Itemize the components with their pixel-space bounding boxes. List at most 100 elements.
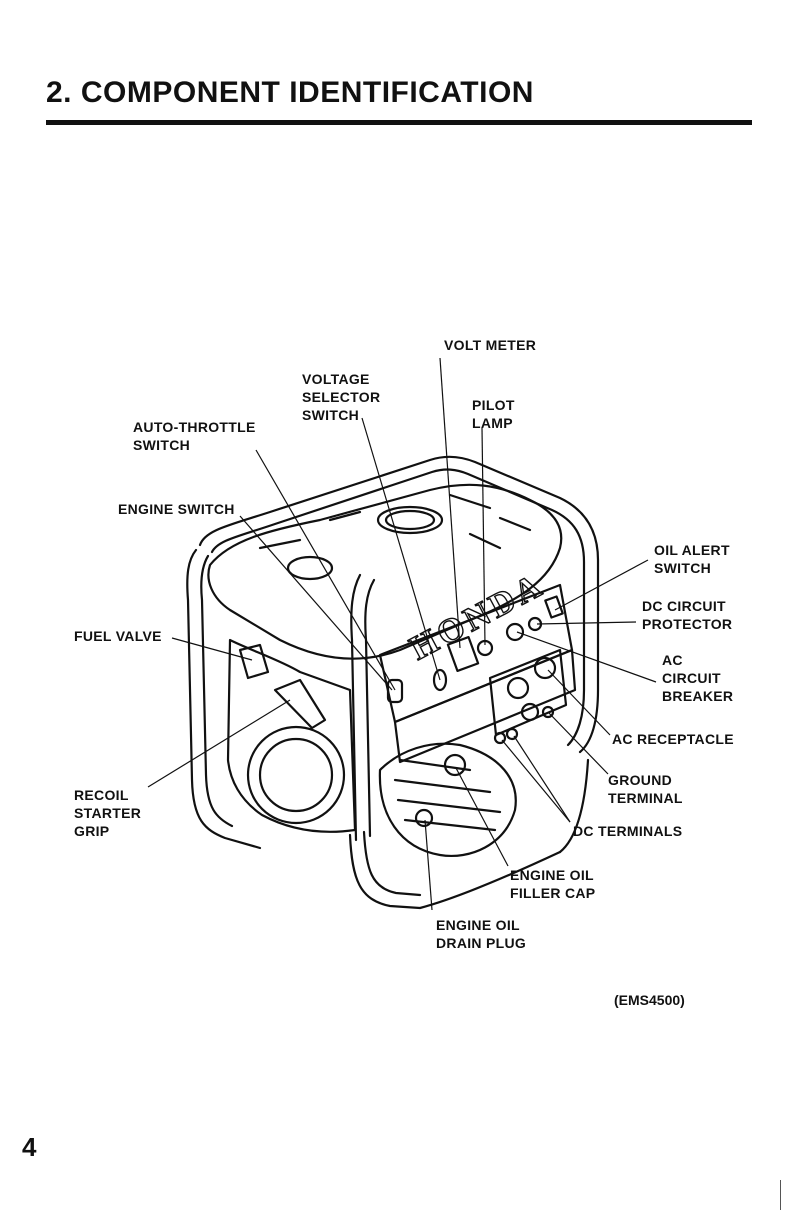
leader-auto-throttle [255,449,396,691]
receptacle-2 [533,656,557,680]
label-line: SELECTOR [302,389,381,405]
volt-meter-window [446,635,480,673]
label-line: LAMP [472,415,513,431]
page-number: 4 [22,1132,37,1162]
leader-oil-filler [455,767,509,867]
page-edge-mark [780,1180,781,1210]
engine-fins [393,758,502,832]
frame-right-bottom [558,758,590,854]
engine-cover [226,638,357,833]
leader-dc-terminals-a [501,739,571,823]
label-line: AUTO-THROTTLE [133,419,256,435]
label-line: GROUND [608,772,673,788]
label-line: CIRCUIT [662,670,721,686]
fuel-cap [376,505,444,535]
label-line: SWITCH [133,437,191,453]
leader-ac-breaker [516,631,657,683]
label-ground-terminal: GROUND TERMINAL [608,771,683,807]
receptacle-panel [488,648,568,737]
leader-voltage-selector [361,417,441,681]
tank-ridges [258,493,532,550]
label-line: DC CIRCUIT [642,598,726,614]
leader-fuel-valve [171,637,253,661]
recoil-grip [273,678,327,730]
leader-oil-alert [554,559,649,611]
leader-dc-protector [536,621,637,625]
label-line: SWITCH [302,407,360,423]
label-line: BREAKER [662,688,734,704]
tank-vent-cap [286,555,334,581]
leader-pilot-lamp [481,427,486,646]
oil-alert-switch [544,595,564,619]
frame-front-upright-inner [364,578,376,838]
label-engine-oil-filler-cap: ENGINE OIL FILLER CAP [510,866,595,902]
leader-engine-switch [239,515,393,691]
model-code: (EMS4500) [614,992,685,1008]
voltage-selector [432,668,448,692]
leader-ac-receptacle [547,669,611,736]
brand-logo: HONDA [404,566,551,667]
label-fuel-valve: FUEL VALVE [74,627,162,645]
label-line: PROTECTOR [642,616,733,632]
breaker-button [505,622,525,642]
label-recoil-starter-grip: RECOIL STARTER GRIP [74,786,141,840]
leader-oil-drain [424,819,433,911]
oil-drain-plug [414,808,434,828]
dc-terminal-2 [505,727,519,741]
label-engine-switch-text: ENGINE SWITCH [118,501,235,517]
recoil-housing-inner [258,737,334,813]
label-line: GRIP [74,823,110,839]
label-line: RECOIL [74,787,129,803]
receptacle-3 [520,702,540,722]
frame-left-upright-inner [200,554,234,828]
label-engine-switch: ENGINE SWITCH [118,500,235,518]
label-line: FILLER CAP [510,885,596,901]
fuel-valve [238,643,270,680]
fuel-cap-ring [384,509,436,531]
label-dc-terminals: DC TERMINALS [573,822,682,840]
label-line: TERMINAL [608,790,683,806]
label-fuel-valve-text: FUEL VALVE [74,628,162,644]
ground-terminal [541,705,555,719]
label-dc-terminals-text: DC TERMINALS [573,823,683,839]
page-title: 2. COMPONENT IDENTIFICATION [46,76,534,109]
leader-recoil [147,699,291,788]
label-auto-throttle: AUTO-THROTTLE SWITCH [133,418,256,454]
label-pilot-lamp: PILOT LAMP [472,396,515,432]
dc-terminal-1 [493,731,507,745]
recoil-housing [246,725,346,825]
label-oil-alert: OIL ALERT SWITCH [654,541,730,577]
label-line: OIL ALERT [654,542,730,558]
label-line: DRAIN PLUG [436,935,527,951]
label-line: STARTER [74,805,142,821]
receptacle-1 [506,676,530,700]
title-rule [46,120,752,125]
fuel-tank [207,483,563,660]
label-volt-meter-text: VOLT METER [444,337,537,353]
label-engine-oil-drain-plug: ENGINE OIL DRAIN PLUG [436,916,526,952]
engine-cylinder [378,742,517,857]
control-panel-lower [393,648,577,764]
label-dc-circuit-protector: DC CIRCUIT PROTECTOR [642,597,732,633]
label-line: SWITCH [654,560,712,576]
leader-dc-terminals-b [513,735,571,823]
label-volt-meter: VOLT METER [444,336,536,354]
label-line: ENGINE OIL [510,867,594,883]
frame-bottom-front [348,833,562,910]
leader-volt-meter [439,357,461,649]
frame-left-upright [186,548,262,850]
label-line: VOLTAGE [302,371,370,387]
engine-switch-knob [386,678,404,704]
label-ac-receptacle-text: AC RECEPTACLE [612,731,734,747]
label-ac-circuit-breaker: AC CIRCUIT BREAKER [662,651,733,705]
label-line: AC [662,652,683,668]
frame-bottom-front-inner [362,830,422,897]
label-line: PILOT [472,397,515,413]
oil-filler-cap [443,753,467,777]
label-ac-receptacle: AC RECEPTACLE [612,730,734,748]
leader-ground-terminal [547,711,609,775]
frame-front-upright [350,573,362,842]
label-voltage-selector: VOLTAGE SELECTOR SWITCH [302,370,380,424]
frame-tube [198,455,600,754]
